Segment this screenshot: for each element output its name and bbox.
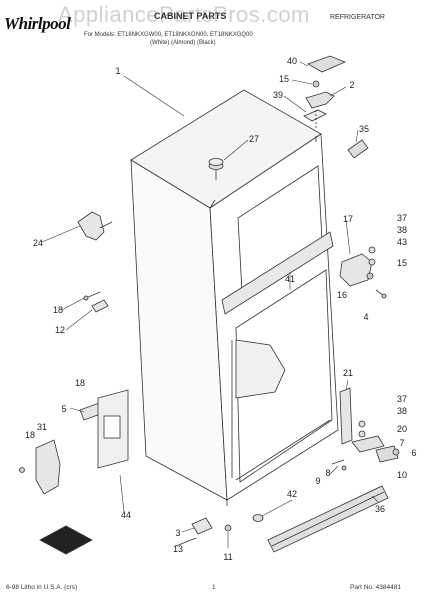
callout-20: 20 (397, 424, 407, 434)
part-35-pin (347, 139, 369, 159)
callout-31: 31 (37, 422, 47, 432)
color-list: (White) (Almond) (Black) (150, 40, 216, 46)
callout-27: 27 (249, 134, 259, 144)
part-39-shim (303, 109, 327, 122)
callout-36: 36 (375, 504, 385, 514)
callout-38b: 38 (397, 406, 407, 416)
part-15-screw (312, 80, 320, 88)
part-21-bracket (339, 387, 353, 445)
callout-35: 35 (359, 124, 369, 134)
callout-40: 40 (287, 56, 297, 66)
callout-2: 2 (349, 80, 354, 90)
callout-6: 6 (411, 448, 416, 458)
callout-4: 4 (363, 312, 368, 322)
callout-37b: 37 (397, 394, 407, 404)
callout-11: 11 (223, 552, 232, 562)
callout-1: 1 (115, 66, 120, 76)
part-40-hinge-cover (307, 55, 347, 73)
part-16-center-hinge (339, 253, 373, 287)
callout-24: 24 (33, 238, 43, 248)
whirlpool-logo: Whirlpool (4, 14, 71, 33)
part-31-cover (35, 439, 61, 495)
callout-12: 12 (55, 325, 65, 335)
callout-16: 16 (337, 290, 347, 300)
center-mullion (221, 231, 334, 315)
document-type: REFRIGERATOR (330, 14, 385, 21)
callout-7: 7 (399, 438, 404, 448)
callout-13: 13 (173, 544, 183, 554)
callout-38: 38 (397, 225, 407, 235)
part-3-roller (191, 517, 213, 535)
print-info: 6-98 Litho in U.S.A. (crs) (6, 584, 78, 591)
callout-18b: 18 (75, 378, 85, 388)
callout-8: 8 (325, 468, 330, 478)
callout-3: 3 (175, 528, 180, 538)
callout-10: 10 (397, 470, 407, 480)
part-20-bottom-hinge (351, 435, 385, 453)
callout-9: 9 (315, 476, 320, 486)
r2-stamp (39, 525, 93, 555)
part-12-bracket (91, 299, 109, 313)
callout-17: 17 (343, 214, 353, 224)
page-number: 1 (212, 584, 216, 591)
callout-37: 37 (397, 213, 407, 223)
callout-5: 5 (61, 404, 66, 414)
callout-21: 21 (343, 368, 353, 378)
part-42-plug (252, 514, 264, 522)
callout-18c: 18 (25, 430, 35, 440)
callout-43: 43 (397, 237, 407, 247)
callout-18: 18 (53, 305, 63, 315)
callout-15b: 15 (397, 258, 407, 268)
part-number: Part No. 4384481 (350, 584, 401, 591)
watermark-text: AppliancePartsPros.com (58, 2, 310, 27)
page-title: CABINET PARTS (154, 11, 227, 21)
callout-44: 44 (121, 510, 131, 520)
callout-41: 41 (285, 274, 295, 284)
callout-39: 39 (273, 90, 283, 100)
model-list: For Models: ET18NKXGW00, ET18NKXGN00, ET… (84, 32, 253, 38)
part-24-bracket (77, 211, 105, 241)
callout-15: 15 (279, 74, 289, 84)
part-2-top-hinge (305, 91, 335, 109)
callout-42: 42 (287, 489, 297, 499)
